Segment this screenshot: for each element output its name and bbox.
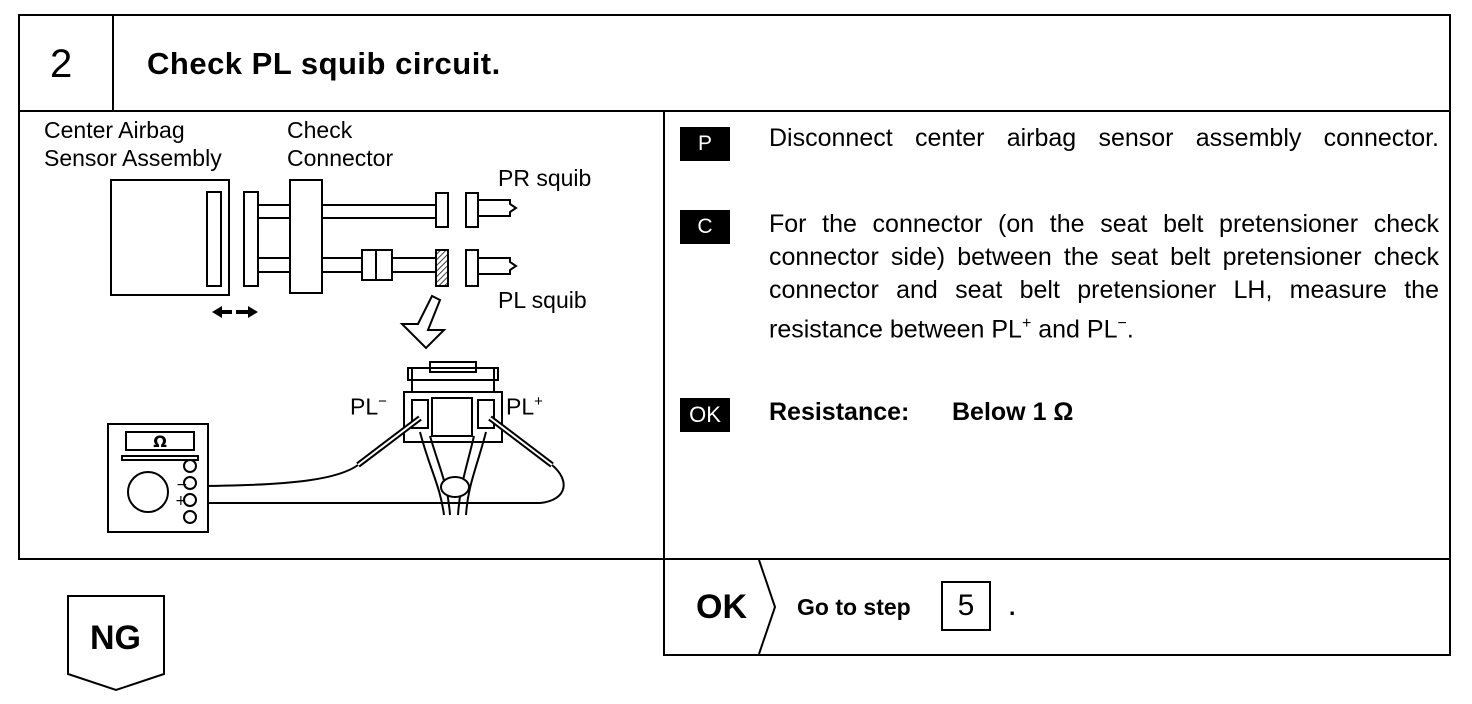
check-connector-label-line2: Connector — [287, 145, 394, 171]
go-to-step-period: . — [1009, 594, 1016, 620]
pl-connector-b — [465, 249, 479, 287]
sensor-connector — [206, 191, 222, 287]
go-to-step-text: Go to step — [797, 594, 911, 620]
pl-minus-label: PL− — [350, 393, 387, 420]
pl-hatched-connector — [435, 249, 449, 287]
resistance-spec-label: Resistance: — [769, 398, 910, 426]
pr-connector-b — [465, 192, 479, 228]
step-number-divider — [112, 14, 114, 112]
instruction-measure: For the connector (on the seat belt pret… — [769, 210, 1439, 344]
pl-squib-label: PL squib — [498, 287, 587, 313]
ng-flag — [67, 595, 165, 692]
step-title: Check PL squib circuit. — [147, 46, 501, 81]
instruction-disconnect: Disconnect center airbag sensor assembly… — [769, 124, 1439, 152]
resistance-spec-value: Below 1 Ω — [952, 398, 1074, 426]
center-airbag-label-line2: Sensor Assembly — [44, 145, 222, 171]
step-header — [18, 14, 1451, 112]
meter-minus-symbol: − — [176, 477, 188, 493]
ok-result-box — [663, 558, 1451, 656]
meter-ohm-symbol: Ω — [153, 432, 167, 451]
pr-connector-a — [435, 192, 449, 228]
center-airbag-label-line1: Center Airbag — [44, 117, 185, 143]
check-connector — [289, 179, 323, 294]
ok-divider-chevron — [758, 560, 777, 654]
badge-p: P — [680, 127, 730, 161]
sensor-harness-connector — [243, 191, 259, 287]
hollow-arrow — [399, 294, 447, 350]
circuit-diagram: Ω − + — [107, 179, 565, 533]
meter-plus-symbol: + — [175, 493, 187, 509]
ng-label: NG — [90, 619, 141, 657]
badge-c: C — [680, 210, 730, 244]
double-arrow-icon — [212, 306, 258, 318]
step-number: 2 — [50, 42, 73, 86]
go-to-step-number[interactable]: 5 — [941, 581, 991, 631]
badge-ok: OK — [680, 398, 730, 432]
pl-plus-label: PL+ — [506, 393, 543, 420]
check-connector-label-line1: Check — [287, 117, 353, 143]
pr-squib-label: PR squib — [498, 165, 592, 191]
ok-result-label: OK — [696, 588, 747, 626]
